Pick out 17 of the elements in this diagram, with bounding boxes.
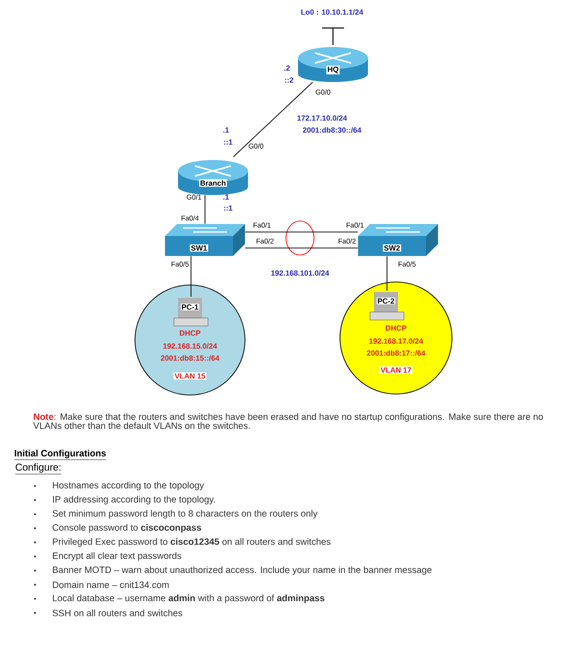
link-line: [190, 256, 192, 298]
link-line: [204, 194, 206, 224]
list-item: Hostnames according to the topology: [52, 482, 204, 490]
list-item: Domain name – cnit134.com: [52, 581, 169, 588]
list-item: Set minimum password length to 8 characters on the routers only: [52, 510, 318, 518]
list-item: Banner MOTD – warn about unauthorized access. Include your name in the banner message: [52, 566, 432, 575]
link-line: [386, 256, 388, 292]
list-item: Console password to ciscoconpass: [52, 524, 202, 533]
list-item: IP addressing according to the topology.: [53, 496, 215, 504]
section-heading: Initial Configurations: [14, 450, 106, 460]
list-item: Local database – username admin with a password of adminpass: [52, 594, 324, 604]
subheading: Configure:: [15, 463, 62, 474]
note-text: Note: Make sure that the routers and switches have been erased and have no startup configurations. Make sure there are no VLANs other than the default VLANs on the switches.: [33, 413, 543, 429]
list-item: Privileged Exec password to cisco12345 on all routers and switches: [52, 538, 331, 547]
list-item: SSH on all routers and switches: [52, 610, 182, 616]
list-item: Encrypt all clear text passwords: [52, 552, 182, 561]
link-line: [232, 82, 314, 158]
